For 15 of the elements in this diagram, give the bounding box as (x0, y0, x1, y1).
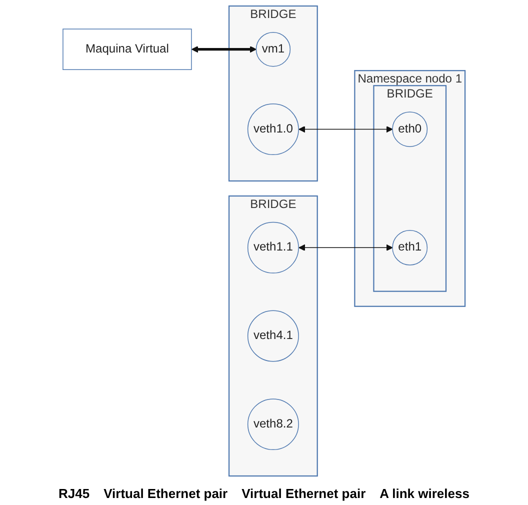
arrow (191, 46, 256, 53)
node-circle: eth1 (392, 230, 428, 266)
node-circle: veth4.1 (247, 310, 299, 362)
node-box: Maquina Virtual (62, 28, 192, 70)
arrow (298, 126, 393, 133)
note-text: RJ45 (58, 486, 90, 501)
note-text: A link wireless (380, 486, 470, 501)
note-text: Virtual Ethernet pair (104, 486, 228, 501)
note-text: Virtual Ethernet pair (242, 486, 366, 501)
node-circle: veth1.0 (247, 104, 299, 156)
node-circle: eth0 (392, 112, 428, 147)
node-circle: vm1 (256, 32, 291, 67)
node-circle: veth8.2 (247, 398, 299, 450)
arrow (298, 244, 393, 251)
node-circle: veth1.1 (247, 222, 299, 274)
